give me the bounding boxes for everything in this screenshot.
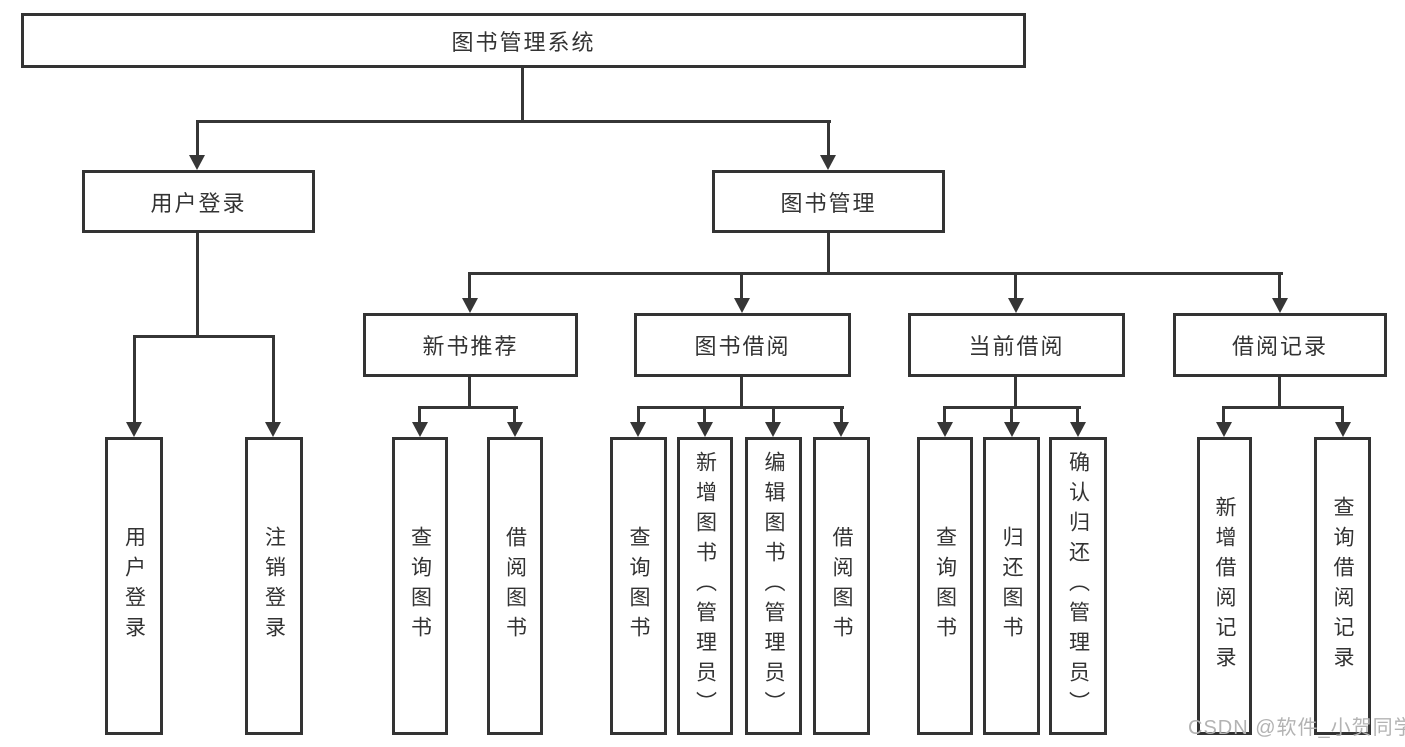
leaf-borrow-query-books: 查询图书 bbox=[610, 437, 667, 735]
connector-line bbox=[1010, 406, 1013, 424]
leaf-add-books-admin: 新增图书（管理员） bbox=[677, 437, 733, 735]
arrow-head-icon bbox=[1216, 422, 1232, 437]
leaf-current-query-books: 查询图书 bbox=[917, 437, 973, 735]
connector-line bbox=[133, 335, 275, 338]
connector-line bbox=[637, 406, 640, 424]
arrow-head-icon bbox=[462, 298, 478, 313]
arrow-head-icon bbox=[1070, 422, 1086, 437]
connector-line bbox=[1278, 272, 1281, 300]
leaf-newbook-query-books: 查询图书 bbox=[392, 437, 448, 735]
arrow-head-icon bbox=[697, 422, 713, 437]
connector-line bbox=[196, 120, 199, 156]
connector-line bbox=[1222, 406, 1225, 424]
leaf-query-borrow-record: 查询借阅记录 bbox=[1314, 437, 1371, 735]
connector-line bbox=[133, 335, 136, 424]
leaf-logout: 注销登录 bbox=[245, 437, 303, 735]
arrow-head-icon bbox=[265, 422, 281, 437]
arrow-head-icon bbox=[1272, 298, 1288, 313]
node-current-borrowing: 当前借阅 bbox=[908, 313, 1125, 377]
leaf-confirm-return-admin: 确认归还（管理员） bbox=[1049, 437, 1107, 735]
arrow-head-icon bbox=[765, 422, 781, 437]
arrow-head-icon bbox=[1335, 422, 1351, 437]
connector-line bbox=[1014, 272, 1017, 300]
arrow-head-icon bbox=[1008, 298, 1024, 313]
connector-line bbox=[840, 406, 843, 424]
connector-line bbox=[1076, 406, 1079, 424]
connector-line bbox=[418, 406, 518, 409]
leaf-newbook-borrow-books: 借阅图书 bbox=[487, 437, 543, 735]
node-book-management: 图书管理 bbox=[712, 170, 945, 233]
node-book-borrowing: 图书借阅 bbox=[634, 313, 851, 377]
arrow-head-icon bbox=[412, 422, 428, 437]
arrow-head-icon bbox=[1004, 422, 1020, 437]
connector-line bbox=[1278, 377, 1281, 408]
connector-line bbox=[943, 406, 946, 424]
connector-line bbox=[468, 377, 471, 408]
connector-line bbox=[272, 335, 275, 424]
connector-line bbox=[772, 406, 775, 424]
arrow-head-icon bbox=[820, 155, 836, 170]
connector-line bbox=[703, 406, 706, 424]
arrow-head-icon bbox=[937, 422, 953, 437]
node-library-management-system: 图书管理系统 bbox=[21, 13, 1026, 68]
leaf-edit-books-admin: 编辑图书（管理员） bbox=[745, 437, 802, 735]
node-borrowing-records: 借阅记录 bbox=[1173, 313, 1387, 377]
arrow-head-icon bbox=[507, 422, 523, 437]
connector-line bbox=[418, 406, 421, 424]
arrow-head-icon bbox=[126, 422, 142, 437]
leaf-add-borrow-record: 新增借阅记录 bbox=[1197, 437, 1252, 735]
arrow-head-icon bbox=[734, 298, 750, 313]
arrow-head-icon bbox=[189, 155, 205, 170]
connector-line bbox=[740, 272, 743, 300]
connector-line bbox=[740, 377, 743, 408]
connector-line bbox=[827, 120, 830, 156]
arrow-head-icon bbox=[833, 422, 849, 437]
watermark: CSDN @软件_小贺同学 bbox=[1188, 717, 1405, 739]
connector-line bbox=[1014, 377, 1017, 408]
leaf-borrow-books: 借阅图书 bbox=[813, 437, 870, 735]
connector-line bbox=[1222, 406, 1344, 409]
connector-line bbox=[513, 406, 516, 424]
connector-line bbox=[521, 68, 524, 122]
connector-line bbox=[827, 233, 830, 274]
leaf-user-login: 用户登录 bbox=[105, 437, 163, 735]
connector-line bbox=[468, 272, 471, 300]
connector-line bbox=[196, 233, 199, 337]
arrow-head-icon bbox=[630, 422, 646, 437]
node-user-login-group: 用户登录 bbox=[82, 170, 315, 233]
connector-line bbox=[196, 120, 831, 123]
connector-line bbox=[469, 272, 1283, 275]
connector-line bbox=[1341, 406, 1344, 424]
node-new-book-recommendation: 新书推荐 bbox=[363, 313, 578, 377]
leaf-return-books: 归还图书 bbox=[983, 437, 1040, 735]
connector-line bbox=[637, 406, 844, 409]
